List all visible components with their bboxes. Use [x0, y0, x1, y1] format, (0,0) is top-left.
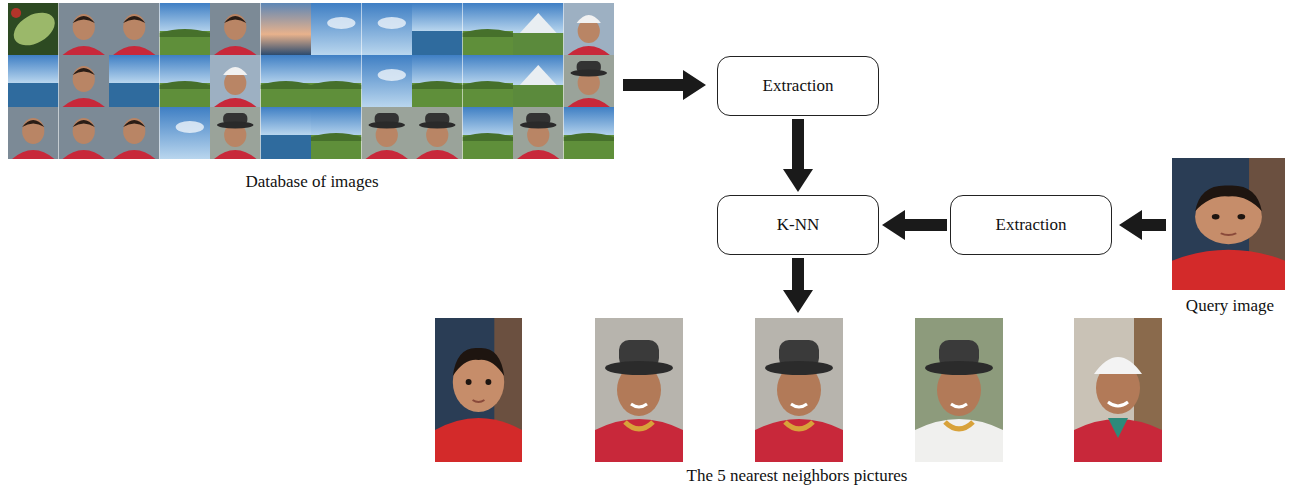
box-label: K-NN	[777, 215, 820, 235]
process-box: K-NN	[717, 195, 879, 255]
flow-arrow	[783, 119, 813, 192]
box-label: Extraction	[763, 76, 834, 96]
box-label: Extraction	[996, 215, 1067, 235]
caption-label: The 5 nearest neighbors pictures	[687, 466, 908, 486]
process-box: Extraction	[717, 56, 879, 116]
caption-label: Query image	[1186, 296, 1274, 316]
process-box: Extraction	[950, 195, 1112, 255]
caption-label: Database of images	[245, 172, 378, 192]
flow-arrow	[882, 210, 947, 240]
